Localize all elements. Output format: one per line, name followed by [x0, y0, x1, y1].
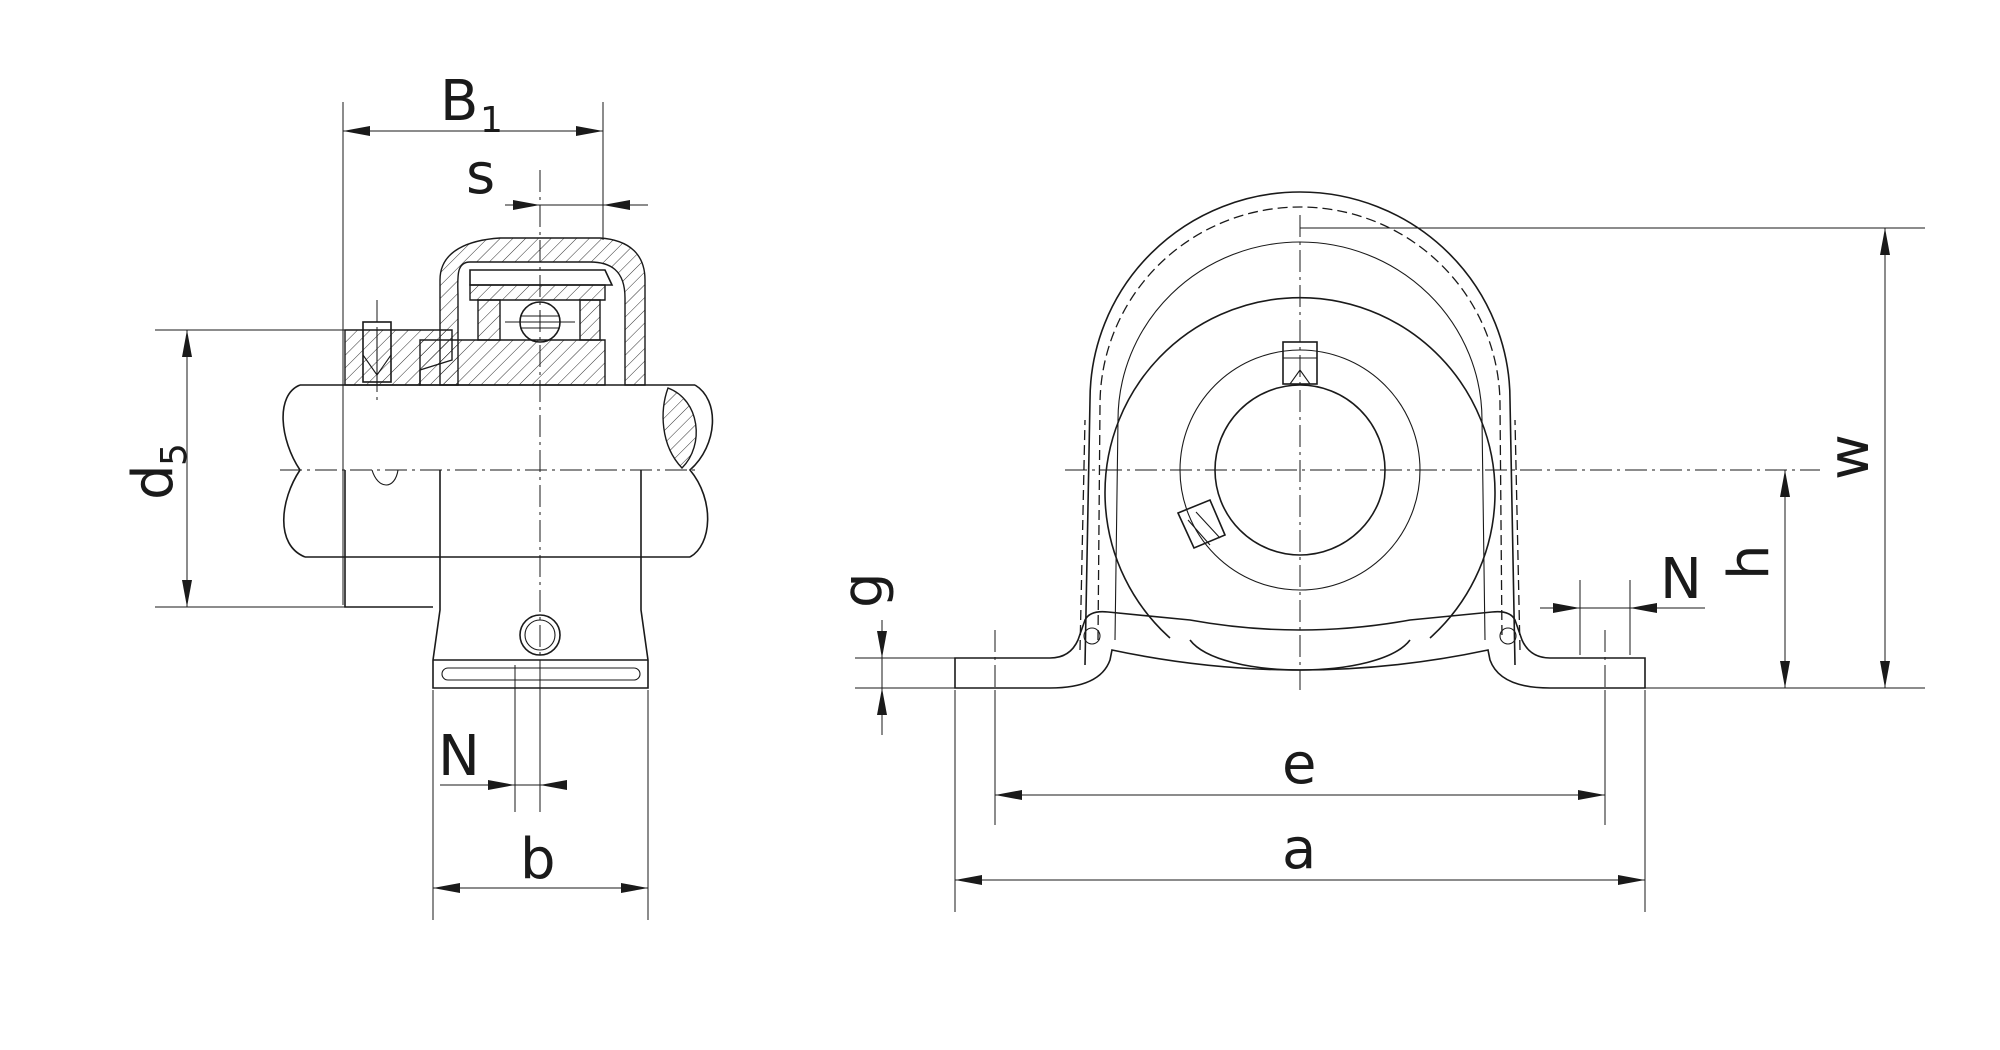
- bracket: [954, 419, 1646, 689]
- label-n-right: N: [1660, 547, 1702, 612]
- housing-section: [344, 237, 646, 386]
- label-w: w: [1817, 434, 1882, 480]
- label-d5-subscript: 5: [154, 443, 195, 466]
- dimension-e: [994, 690, 1606, 825]
- front-view: e a N g h w: [831, 191, 1925, 912]
- label-n-left: N: [438, 724, 480, 789]
- dimension-n-right: [1540, 580, 1705, 655]
- dimension-w: [1300, 227, 1925, 688]
- dimension-a: [954, 690, 1646, 912]
- label-d5: d: [121, 464, 186, 500]
- side-section-view: B 1 s N b d 5: [121, 69, 714, 920]
- label-b: b: [520, 827, 556, 892]
- label-d5-group: d 5: [121, 443, 195, 500]
- dimension-h: [1645, 470, 1925, 689]
- dimension-g: [855, 620, 955, 735]
- pedestal-body: [344, 470, 649, 689]
- label-h: h: [1717, 545, 1782, 581]
- label-b1: B: [440, 69, 478, 134]
- label-s: s: [466, 142, 495, 207]
- dimension-d5: [155, 329, 365, 608]
- dimension-s: [505, 190, 648, 210]
- label-e: e: [1282, 732, 1316, 797]
- label-b1-subscript: 1: [480, 100, 503, 141]
- dimension-b: [432, 690, 649, 920]
- label-a: a: [1282, 817, 1316, 882]
- label-g: g: [831, 572, 896, 608]
- dimension-n-left: [440, 665, 567, 812]
- shaft: [282, 384, 714, 558]
- dimension-b1: [342, 102, 604, 605]
